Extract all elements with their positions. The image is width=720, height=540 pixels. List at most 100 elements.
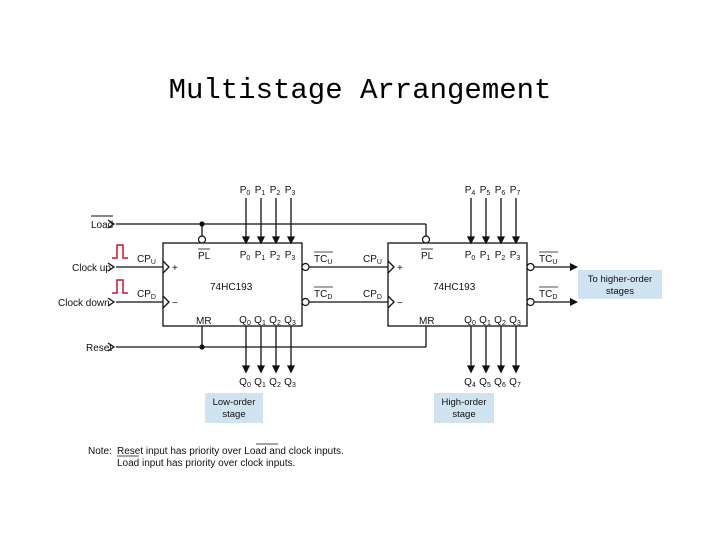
low-input-arrowhead-3 (286, 236, 296, 245)
high-input-arrowhead-1 (481, 236, 491, 245)
clock-down-label: Clock down (58, 298, 110, 309)
low-bottom-output-label-1: Q1 (254, 377, 266, 389)
high-top-input-label-2: P6 (495, 185, 506, 197)
low-minus-sign: − (172, 298, 178, 309)
low-order-line2: stage (222, 409, 245, 420)
high-bottom-output-label-1: Q5 (479, 377, 491, 389)
high-input-arrowhead-2 (496, 236, 506, 245)
high-q-pin-label-1: Q1 (479, 315, 491, 327)
cpd-clock-indicator-low (162, 295, 170, 309)
clock-down-pulse-icon (112, 279, 128, 294)
tcd-output-arrowhead (570, 298, 578, 306)
high-pl-pin: PL (421, 251, 434, 262)
high-bottom-output-label-3: Q7 (509, 377, 521, 389)
high-order-chip-box (387, 242, 528, 327)
low-p-pin-label-2: P2 (270, 250, 281, 262)
high-q-pin-label-0: Q0 (464, 315, 476, 327)
clock-up-pulse-icon (112, 244, 128, 259)
low-input-arrowhead-0 (241, 236, 251, 245)
high-p-pin-label-2: P2 (495, 250, 506, 262)
low-mr-pin: MR (196, 316, 212, 327)
low-q-pin-label-3: Q3 (284, 315, 296, 327)
high-tcu-pin: TCU (539, 254, 557, 266)
high-p-pin-label-1: P1 (480, 250, 491, 262)
high-output-arrowhead-2 (496, 365, 506, 374)
high-cpd-pin: CPD (363, 289, 382, 301)
high-order-stage-box (434, 393, 494, 423)
low-output-arrowhead-1 (256, 365, 266, 374)
low-p-pin-label-1: P1 (255, 250, 266, 262)
load-junction-dot (199, 221, 205, 227)
high-input-arrowhead-0 (466, 236, 476, 245)
low-tcd-pin: TCD (314, 289, 332, 301)
higher-order-stages-box (578, 270, 662, 299)
cpu-clock-indicator-high (387, 260, 395, 274)
low-order-line1: Low-order (213, 397, 256, 408)
cpd-clock-indicator-high (387, 295, 395, 309)
low-p-pin-label-0: P0 (240, 250, 251, 262)
high-bottom-output-label-0: Q4 (464, 377, 476, 389)
high-chip-name: 74HC193 (433, 282, 476, 293)
high-output-arrowhead-1 (481, 365, 491, 374)
high-output-arrowhead-0 (466, 365, 476, 374)
low-bottom-output-label-0: Q0 (239, 377, 251, 389)
low-top-input-label-0: P0 (240, 185, 251, 197)
low-bottom-output-label-3: Q3 (284, 377, 296, 389)
high-plus-sign: + (397, 263, 403, 274)
low-chip-name: 74HC193 (210, 282, 253, 293)
reset-label: Reset (86, 343, 112, 354)
clock-up-input-arrow (107, 262, 116, 272)
low-bottom-output-label-2: Q2 (269, 377, 281, 389)
tcu-bubble-low (301, 262, 310, 272)
low-top-input-label-3: P3 (285, 185, 296, 197)
data-bus-lines (241, 198, 521, 374)
high-q-pin-label-3: Q3 (509, 315, 521, 327)
high-mr-pin: MR (419, 316, 435, 327)
low-tcu-pin: TCU (314, 254, 332, 266)
low-input-arrowhead-1 (256, 236, 266, 245)
reset-junction-dot (199, 344, 205, 350)
low-q-pin-label-0: Q0 (239, 315, 251, 327)
note-line1: Reset input has priority over Load and c… (117, 446, 344, 457)
low-order-stage-box (205, 393, 263, 423)
high-top-input-label-0: P4 (465, 185, 476, 197)
high-order-line1: High-order (442, 397, 487, 408)
high-input-arrowhead-3 (511, 236, 521, 245)
tcd-bubble-high (526, 297, 535, 307)
load-input-arrow (107, 219, 116, 229)
pin-label-group: P0P0Q0Q0P1P1Q1Q1P2P2Q2Q2P3P3Q3Q3P4P0Q0Q4… (239, 185, 521, 389)
low-top-input-label-1: P1 (255, 185, 266, 197)
pl-bubble-low (197, 235, 207, 244)
tcu-output-arrowhead (570, 263, 578, 271)
high-q-pin-label-2: Q2 (494, 315, 506, 327)
low-input-arrowhead-2 (271, 236, 281, 245)
load-label: Load (91, 220, 113, 231)
low-output-arrowhead-0 (241, 365, 251, 374)
high-cpu-pin: CPU (363, 254, 382, 266)
tcu-bubble-high (526, 262, 535, 272)
low-order-chip-box (162, 242, 303, 327)
reset-input-arrow (107, 342, 116, 352)
low-q-pin-label-2: Q2 (269, 315, 281, 327)
low-p-pin-label-3: P3 (285, 250, 296, 262)
low-top-input-label-2: P2 (270, 185, 281, 197)
low-plus-sign: + (172, 263, 178, 274)
low-output-arrowhead-2 (271, 365, 281, 374)
note-line2: Load input has priority over clock input… (117, 458, 295, 469)
clock-down-input-arrow (107, 297, 116, 307)
cpu-clock-indicator-low (162, 260, 170, 274)
high-top-input-label-3: P7 (510, 185, 521, 197)
note-prefix: Note: (88, 446, 112, 457)
high-bottom-output-label-2: Q6 (494, 377, 506, 389)
low-cpd-pin: CPD (137, 289, 156, 301)
higher-order-line1: To higher-order (588, 274, 652, 285)
high-tcd-pin: TCD (539, 289, 557, 301)
high-order-line2: stage (452, 409, 475, 420)
low-cpu-pin: CPU (137, 254, 156, 266)
tcd-bubble-low (301, 297, 310, 307)
low-pl-pin: PL (198, 251, 211, 262)
high-p-pin-label-0: P0 (465, 250, 476, 262)
low-output-arrowhead-3 (286, 365, 296, 374)
